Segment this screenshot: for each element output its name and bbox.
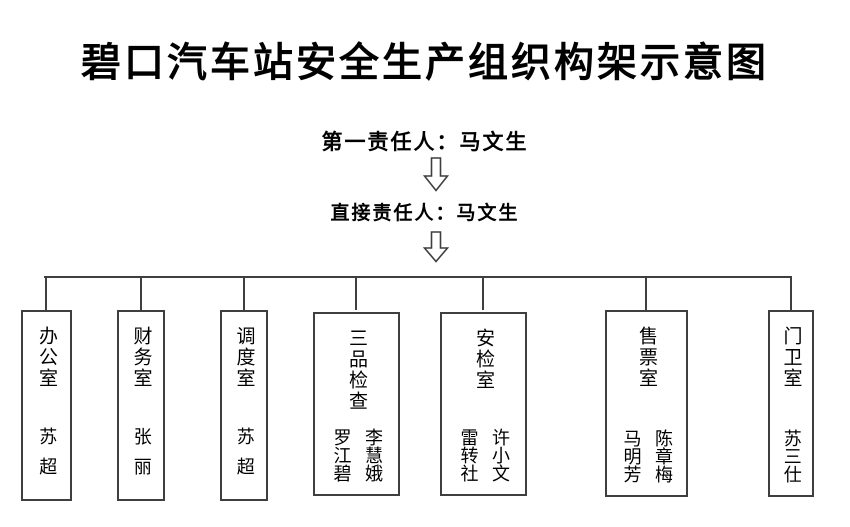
connector-vertical-line [790, 276, 792, 310]
connector-vertical-line [355, 276, 357, 310]
staff-list: 苏三仕 [781, 429, 802, 483]
level2-label: 直接责任人：马文生 [330, 203, 520, 224]
staff-name: 陈章梅 [652, 429, 673, 483]
connector-vertical-line [140, 276, 142, 310]
dept-box-sanpinjiancha: 三品检查 李慧娥 罗江碧 [313, 312, 400, 496]
staff-list: 李慧娥 罗江碧 [331, 428, 383, 482]
dept-name: 售票室 [636, 326, 657, 389]
dept-name: 三品检查 [346, 328, 367, 412]
page-title: 碧口汽车站安全生产组织构架示意图 [81, 40, 769, 85]
dept-name: 财务室 [130, 326, 152, 389]
dept-box-shoupiaoshi: 售票室 陈章梅 马明芳 [605, 310, 688, 497]
staff-list: 张丽 [131, 427, 152, 487]
dept-box-diaodushi: 调度室 苏超 [220, 310, 268, 501]
dept-name: 安检室 [473, 328, 494, 391]
down-arrow-icon [423, 231, 449, 263]
connector-horizontal-line [44, 276, 792, 278]
dept-name: 门卫室 [780, 326, 802, 389]
staff-list: 苏超 [37, 427, 58, 487]
staff-list: 苏超 [234, 427, 255, 487]
staff-name: 苏超 [37, 427, 58, 487]
connector-vertical-line [645, 276, 647, 310]
staff-name: 许小文 [489, 428, 510, 482]
dept-box-menweishi: 门卫室 苏三仕 [768, 310, 814, 497]
staff-name: 马明芳 [621, 429, 642, 483]
staff-name: 苏三仕 [781, 429, 802, 483]
staff-list: 陈章梅 马明芳 [621, 429, 673, 483]
dept-name: 调度室 [233, 326, 255, 389]
staff-name: 雷转社 [458, 428, 479, 482]
dept-box-caiwushi: 财务室 张丽 [117, 310, 165, 501]
dept-name: 办公室 [36, 326, 57, 389]
connector-vertical-line [243, 276, 245, 310]
dept-box-anjianshi: 安检室 许小文 雷转社 [440, 312, 527, 496]
staff-list: 许小文 雷转社 [458, 428, 510, 482]
staff-name: 张丽 [131, 427, 152, 487]
staff-name: 苏超 [234, 427, 255, 487]
staff-name: 李慧娥 [362, 428, 383, 482]
level1-label: 第一责任人：马文生 [321, 130, 529, 154]
connector-vertical-line [482, 276, 484, 310]
connector-vertical-line [45, 276, 47, 310]
dept-box-bangongshi: 办公室 苏超 [21, 310, 72, 501]
down-arrow-icon [423, 157, 449, 192]
staff-name: 罗江碧 [331, 428, 352, 482]
